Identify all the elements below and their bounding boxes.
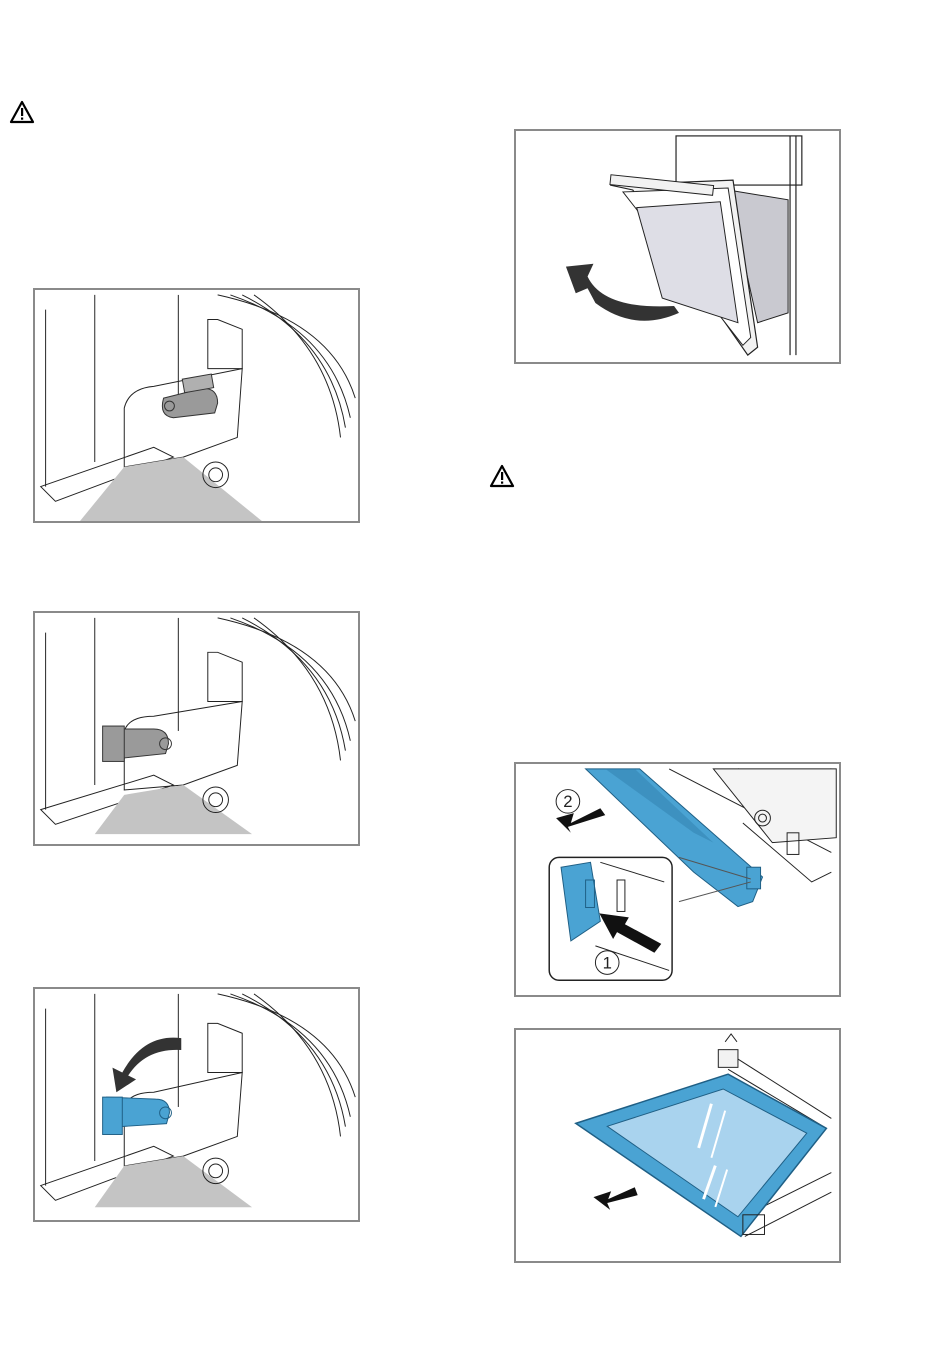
warning-icon [489,464,515,493]
pull-arrow-icon [593,1187,637,1210]
hinge-open-figure [33,611,360,846]
hinge-closed-figure [33,288,360,523]
curved-arrow-icon [112,1038,181,1093]
warning-icon [9,100,35,129]
hinge-lever-icon [162,374,217,418]
glass-pane-figure [514,1028,841,1263]
hinge-fold-figure [33,987,360,1222]
clip-icon [718,1034,738,1067]
door-remove-figure [514,129,841,364]
svg-text:1: 1 [603,953,612,972]
door-cover-figure: 2 1 [514,762,841,997]
hinge-lever-icon [103,1097,172,1134]
svg-text:2: 2 [563,792,572,811]
hinge-lever-icon [103,726,172,761]
callout-1: 1 [595,951,619,975]
callout-2: 2 [556,790,580,814]
